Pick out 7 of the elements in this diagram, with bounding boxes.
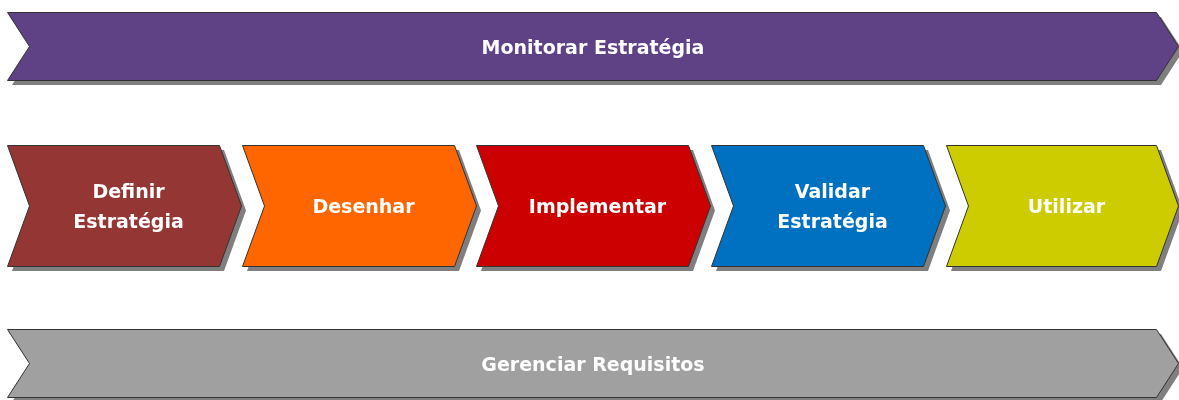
step-label: Validar Estratégia [776, 179, 889, 234]
step-label: Desenhar [311, 194, 416, 219]
step-label: Monitorar Estratégia [480, 34, 706, 60]
step-label: Implementar [527, 194, 668, 219]
step-label: Gerenciar Requisitos [480, 351, 706, 377]
step-label: Definir Estratégia [72, 179, 185, 234]
step-label: Utilizar [1026, 194, 1107, 219]
